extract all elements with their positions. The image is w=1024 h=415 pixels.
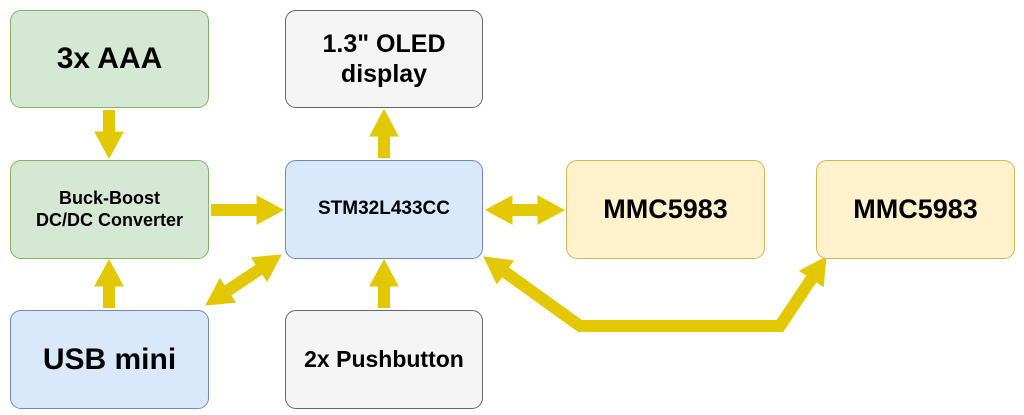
arrow-usb-to-converter	[94, 258, 124, 308]
usb-mini-block: USB mini	[10, 310, 209, 409]
pushbutton-block: 2x Pushbutton	[285, 310, 483, 409]
microcontroller-label: STM32L433CC	[318, 198, 450, 220]
arrowhead	[250, 254, 282, 283]
arrowhead	[483, 256, 515, 285]
arrow-mcu-to-mag2	[483, 256, 827, 332]
battery-block: 3x AAA	[10, 10, 209, 108]
arrow-layer	[94, 108, 827, 332]
arrow-converter-to-mcu	[211, 195, 285, 225]
arrow-shaft	[501, 267, 817, 332]
microcontroller-block: STM32L433CC	[285, 160, 483, 259]
arrowhead	[537, 195, 566, 225]
battery-label: 3x AAA	[56, 42, 163, 75]
oled-display-label: 1.3" OLED display	[322, 30, 446, 88]
arrow-mcu-to-oled	[369, 108, 399, 158]
oled-display-block: 1.3" OLED display	[285, 10, 483, 108]
arrowhead	[798, 256, 827, 288]
usb-mini-label: USB mini	[42, 342, 177, 376]
arrow-usb-to-mcu	[205, 254, 282, 306]
arrow-button-to-mcu	[369, 258, 399, 308]
arrowhead	[256, 195, 285, 225]
dcdc-converter-label: Buck-Boost DC/DC Converter	[35, 187, 184, 230]
dcdc-converter-block: Buck-Boost DC/DC Converter	[10, 160, 209, 259]
arrowhead	[94, 258, 124, 287]
magnetometer-1-block: MMC5983	[566, 160, 765, 259]
arrowhead	[369, 108, 399, 137]
arrow-mcu-to-mag1	[484, 195, 566, 225]
arrowhead	[94, 131, 124, 160]
pushbutton-label: 2x Pushbutton	[304, 345, 464, 372]
arrowhead	[484, 195, 513, 225]
magnetometer-2-block: MMC5983	[816, 160, 1015, 259]
arrowhead	[369, 258, 399, 287]
magnetometer-2-label: MMC5983	[853, 194, 978, 225]
arrow-shaft	[224, 264, 263, 296]
arrow-battery-to-converter	[94, 110, 124, 160]
magnetometer-1-label: MMC5983	[603, 194, 728, 225]
arrowhead	[205, 277, 237, 306]
